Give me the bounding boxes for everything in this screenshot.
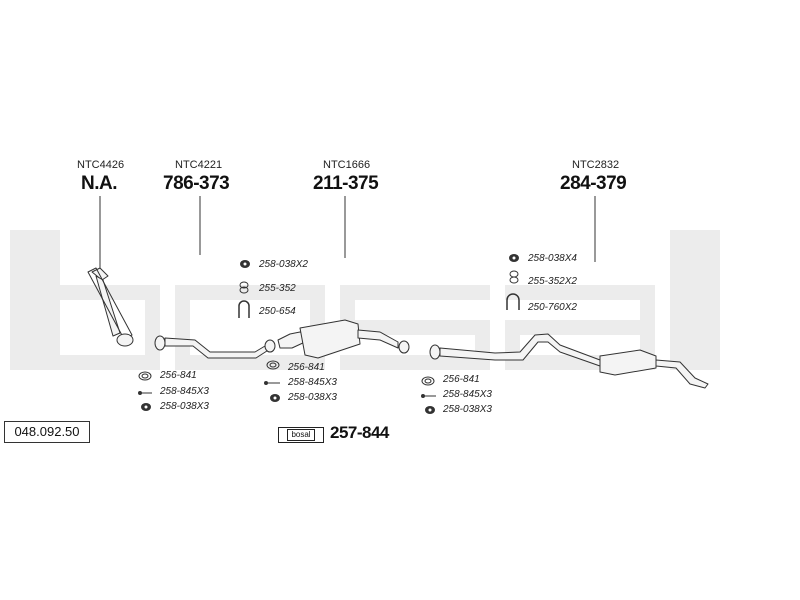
- front-downpipe: [87, 267, 134, 347]
- oe-code-ntc4426: NTC4426: [77, 159, 125, 171]
- diagram-id: 048.092.50: [4, 421, 90, 443]
- part-number-na: N.A.: [81, 173, 118, 194]
- fitting-label: 258-038X3: [288, 392, 337, 403]
- bolt-icon: [138, 391, 152, 395]
- gasket-icon: [421, 376, 435, 386]
- kit-badge: bosal: [278, 427, 324, 443]
- fitting-label: 258-845X3: [443, 389, 492, 400]
- kit-part-number: 257-844: [330, 423, 389, 442]
- part-number-786-373: 786-373: [163, 173, 230, 194]
- nut-icon: [425, 406, 435, 414]
- fitting-label: 250-760X2: [528, 302, 577, 313]
- fitting-label: 255-352: [259, 283, 296, 294]
- gasket-icon: [266, 360, 280, 370]
- fitting-label: 255-352X2: [528, 276, 577, 287]
- nut-icon: [141, 403, 151, 411]
- clamp-icon: [509, 270, 519, 284]
- fitting-label: 256-841: [443, 374, 480, 385]
- part-number-284-379: 284-379: [560, 173, 627, 194]
- nut-icon: [509, 254, 519, 262]
- oe-code-ntc2832: NTC2832: [572, 159, 620, 171]
- oe-code-ntc1666: NTC1666: [323, 159, 371, 171]
- fitting-label: 258-845X3: [160, 386, 209, 397]
- center-muffler: [277, 319, 410, 359]
- part-number-211-375: 211-375: [313, 173, 379, 194]
- bolt-icon: [421, 394, 436, 398]
- clamp-icon: [239, 281, 249, 294]
- rear-section: [429, 333, 709, 389]
- nut-icon: [270, 394, 280, 402]
- fitting-label: 258-038X3: [443, 404, 492, 415]
- fitting-label: 256-841: [288, 362, 325, 373]
- kit-badge-text: bosal: [287, 429, 315, 441]
- intermediate-pipe: [154, 335, 276, 359]
- oe-code-ntc4221: NTC4221: [175, 159, 223, 171]
- fitting-label: 250-654: [259, 306, 296, 317]
- bolt-icon: [264, 381, 280, 385]
- fitting-label: 256-841: [160, 370, 197, 381]
- nut-icon: [240, 260, 250, 268]
- fitting-label: 258-038X4: [528, 253, 577, 264]
- fitting-label: 258-845X3: [288, 377, 337, 388]
- u-bolt-icon: [238, 300, 250, 318]
- fitting-label: 258-038X2: [259, 259, 308, 270]
- fitting-label: 258-038X3: [160, 401, 209, 412]
- gasket-icon: [138, 371, 152, 381]
- u-bolt-icon: [506, 293, 520, 310]
